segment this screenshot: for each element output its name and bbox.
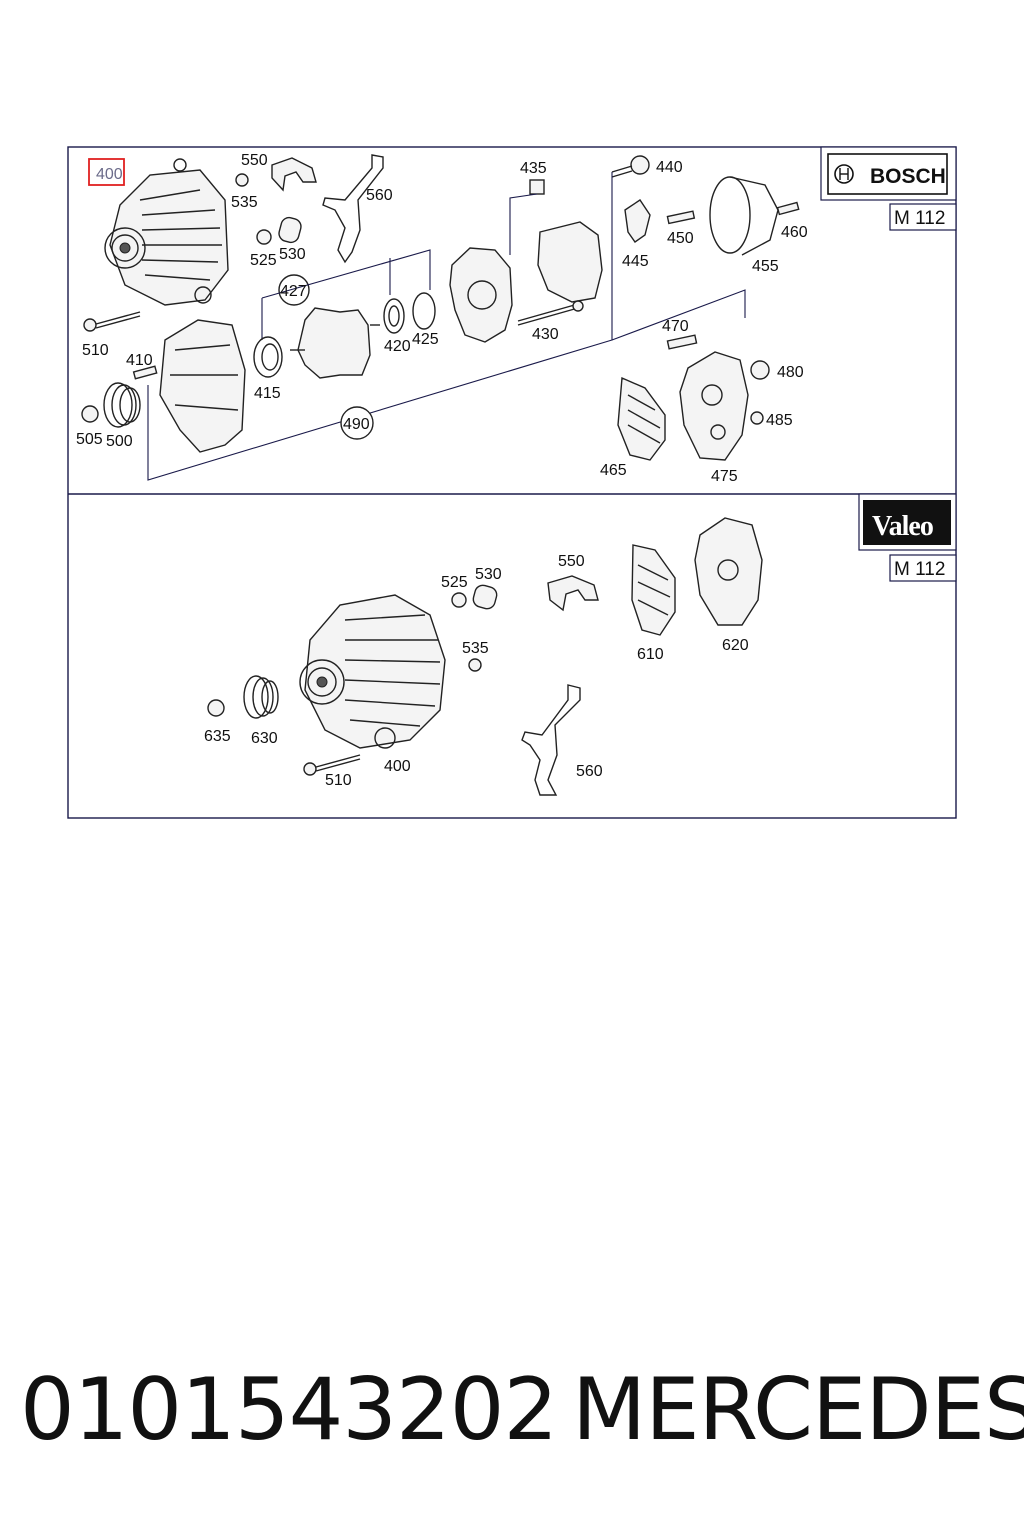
svg-text:M 112: M 112	[894, 559, 945, 580]
part-445-terminal	[624, 199, 651, 243]
label-550-top: 550	[241, 152, 268, 169]
label-475: 475	[711, 468, 738, 485]
part-490-housing	[159, 319, 246, 453]
part-475-end-plate	[679, 351, 749, 461]
label-535-top: 535	[231, 194, 258, 211]
label-505: 505	[76, 431, 103, 448]
label-445: 445	[622, 253, 649, 270]
part-525-nut-bottom	[451, 592, 467, 608]
part-410-screw	[132, 365, 158, 380]
part-455-cover	[709, 176, 779, 256]
label-525-top: 525	[250, 252, 277, 269]
label-435: 435	[520, 160, 547, 177]
alternator-400-top	[104, 158, 229, 306]
label-430: 430	[532, 326, 559, 343]
label-480: 480	[777, 364, 804, 381]
label-455: 455	[752, 258, 779, 275]
valeo-logo-text: Valeo	[872, 511, 933, 542]
label-415: 415	[254, 385, 281, 402]
label-620: 620	[722, 637, 749, 654]
part-435-screw	[529, 179, 545, 195]
footer: 0101543202 MERCEDES	[0, 1360, 1024, 1480]
diagram-frame	[67, 146, 957, 819]
part-465-rectifier	[617, 376, 666, 461]
part-number-text: 0101543202	[20, 1360, 558, 1460]
label-535-bottom: 535	[462, 640, 489, 657]
part-450-screw	[666, 210, 696, 225]
label-460: 460	[781, 224, 808, 241]
part-440-bolt	[611, 155, 650, 178]
model-label-top: M 112	[889, 203, 957, 231]
label-420: 420	[384, 338, 411, 355]
label-490: 490	[343, 416, 370, 433]
part-420-bearing	[383, 298, 405, 334]
part-slip-ring-housing	[449, 247, 513, 343]
part-510-bolt-top	[83, 311, 141, 332]
part-425-ring	[412, 292, 436, 330]
label-530-top: 530	[279, 246, 306, 263]
highlight-box-400	[88, 158, 125, 186]
part-530-sleeve	[278, 216, 302, 244]
part-620-end-plate	[694, 517, 763, 626]
label-465: 465	[600, 462, 627, 479]
label-400-highlighted: 400	[96, 166, 123, 183]
part-485-nut	[750, 411, 764, 425]
label-450: 450	[667, 230, 694, 247]
label-525-bottom: 525	[441, 574, 468, 591]
label-400-bottom: 400	[384, 758, 411, 775]
label-550-bottom: 550	[558, 553, 585, 570]
label-485: 485	[766, 412, 793, 429]
part-505-nut	[81, 405, 99, 423]
brand-name-text: MERCEDES	[572, 1360, 1024, 1460]
label-510-bottom: 510	[325, 772, 352, 789]
part-560-bracket-bottom	[521, 684, 581, 796]
label-560-top: 560	[366, 187, 393, 204]
svg-text:M 112: M 112	[894, 208, 945, 229]
part-525-nut	[256, 229, 272, 245]
label-440: 440	[656, 159, 683, 176]
label-470: 470	[662, 318, 689, 335]
part-430-bolt	[517, 300, 584, 326]
bosch-logo-text: BOSCH	[870, 165, 946, 188]
label-560-bottom: 560	[576, 763, 603, 780]
part-415-bearing	[253, 336, 283, 378]
part-550-clip-bottom	[547, 575, 599, 612]
bosch-armature-icon	[834, 164, 854, 184]
part-470-bolt	[666, 334, 698, 350]
label-635: 635	[204, 728, 231, 745]
part-630-pulley	[243, 675, 279, 719]
part-460-screw	[776, 201, 800, 216]
label-610: 610	[637, 646, 664, 663]
part-560-bracket	[322, 154, 384, 264]
label-530-bottom: 530	[475, 566, 502, 583]
label-500: 500	[106, 433, 133, 450]
label-427: 427	[280, 283, 307, 300]
part-brush-holder-top	[537, 221, 603, 303]
bosch-logo-box: BOSCH	[820, 146, 957, 201]
part-480-nut	[750, 360, 770, 380]
part-635-nut	[207, 699, 225, 717]
label-630: 630	[251, 730, 278, 747]
alternator-400-bottom	[299, 594, 446, 749]
label-410: 410	[126, 352, 153, 369]
label-510-top: 510	[82, 342, 109, 359]
part-530-sleeve-bottom	[472, 584, 498, 610]
valeo-logo-box: Valeo	[858, 493, 957, 551]
exploded-parts-diagram: BOSCH M 112 400	[67, 146, 957, 819]
label-425: 425	[412, 331, 439, 348]
part-510-bolt-bottom	[303, 754, 361, 776]
part-550-clip	[271, 157, 317, 192]
part-500-pulley	[103, 382, 141, 428]
part-427-rotor	[297, 307, 371, 379]
part-535-nut-bottom	[468, 658, 482, 672]
part-535-nut	[235, 173, 249, 187]
model-label-bottom: M 112	[889, 554, 957, 582]
